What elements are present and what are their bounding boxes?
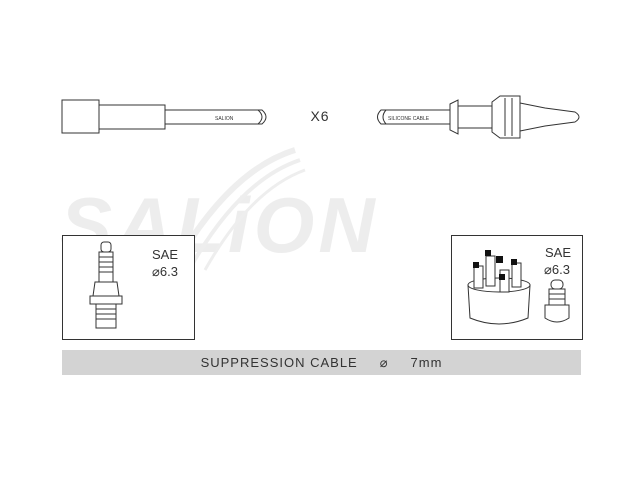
right-standard-label: SAE (544, 245, 571, 260)
left-diameter-label: ⌀6.3 (152, 264, 178, 279)
banner-size: 7mm (410, 355, 443, 370)
right-cable-print: SILICONE CABLE (388, 116, 430, 122)
banner-text: SUPPRESSION CABLE ⌀ 7mm (62, 350, 581, 375)
right-terminal-boot (377, 95, 580, 139)
suppression-cable-banner: SUPPRESSION CABLE ⌀ 7mm (62, 350, 581, 375)
right-diameter-label: ⌀6.3 (544, 262, 570, 277)
banner-label: SUPPRESSION CABLE (200, 355, 358, 370)
left-terminal-boot (61, 99, 267, 134)
left-standard-label: SAE (151, 247, 178, 262)
spark-plug-terminal-box (62, 235, 195, 340)
cable-quantity-label: X6 (310, 108, 330, 124)
banner-diameter-symbol: ⌀ (379, 355, 389, 370)
left-cable-print: SALION (215, 116, 234, 122)
